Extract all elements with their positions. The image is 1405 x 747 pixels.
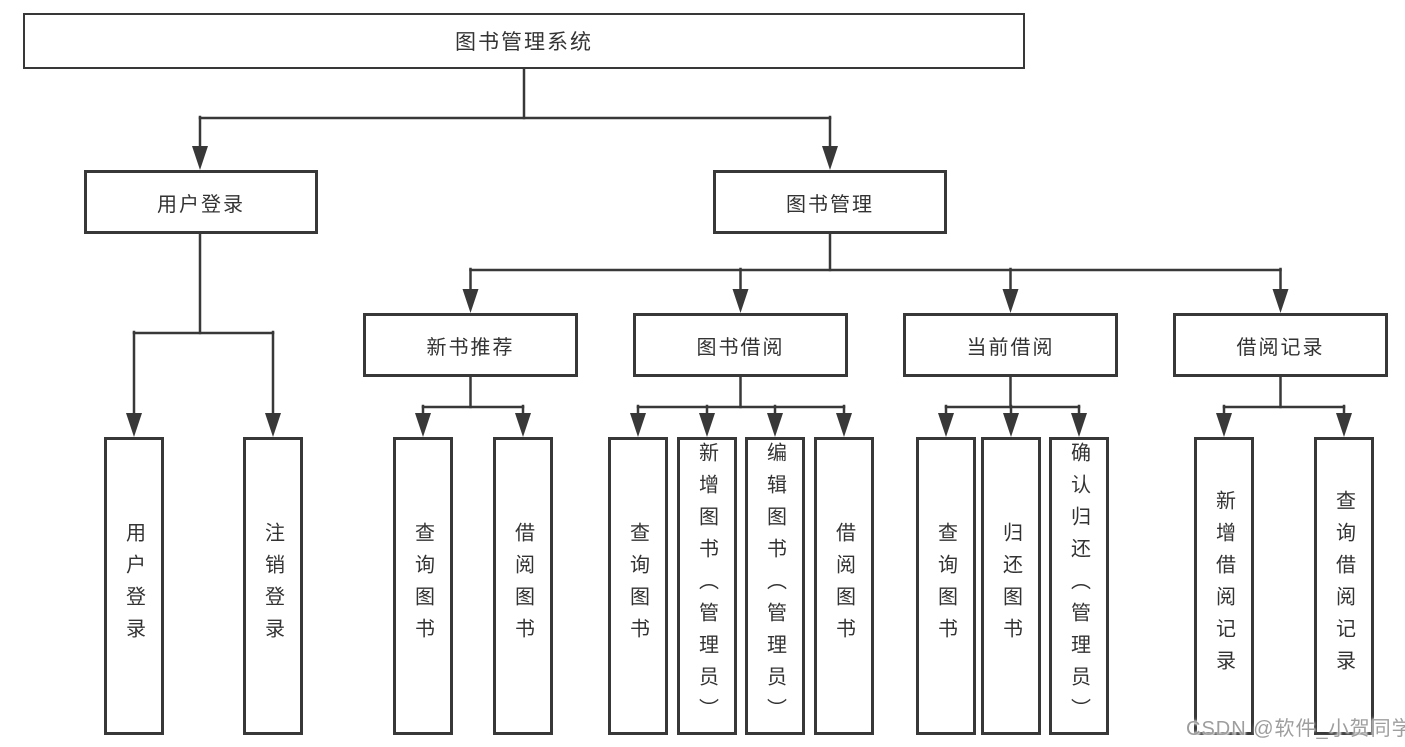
leaf-newbook-query-books: 查询图书 bbox=[393, 437, 453, 735]
node-book-borrowing: 图书借阅 bbox=[633, 313, 848, 377]
edges-user-login-to-leaves bbox=[132, 232, 275, 417]
node-current-borrowing: 当前借阅 bbox=[903, 313, 1118, 377]
node-root-library-system: 图书管理系统 bbox=[23, 13, 1025, 69]
node-book-management: 图书管理 bbox=[713, 170, 947, 234]
leaf-records-query-record: 查询借阅记录 bbox=[1314, 437, 1374, 735]
leaf-borrowing-borrow-books: 借阅图书 bbox=[814, 437, 874, 735]
edges-root-to-level2 bbox=[198, 67, 832, 150]
leaf-records-add-record: 新增借阅记录 bbox=[1194, 437, 1254, 735]
node-borrowing-records: 借阅记录 bbox=[1173, 313, 1388, 377]
leaf-newbook-borrow-books: 借阅图书 bbox=[493, 437, 553, 735]
leaf-borrowing-query-books: 查询图书 bbox=[608, 437, 668, 735]
leaf-user-login: 用户登录 bbox=[104, 437, 164, 735]
edges-book-management-to-level3 bbox=[469, 232, 1282, 293]
node-user-login: 用户登录 bbox=[84, 170, 318, 234]
leaf-borrowing-edit-books-admin: 编辑图书（管理员） bbox=[745, 437, 805, 735]
leaf-borrowing-add-books-admin: 新增图书（管理员） bbox=[677, 437, 737, 735]
leaf-current-confirm-return-admin: 确认归还（管理员） bbox=[1049, 437, 1109, 735]
csdn-watermark: CSDN @软件_小贺同学 bbox=[1186, 718, 1405, 740]
node-new-book-recommend: 新书推荐 bbox=[363, 313, 578, 377]
leaf-current-return-books: 归还图书 bbox=[981, 437, 1041, 735]
leaf-logout: 注销登录 bbox=[243, 437, 303, 735]
leaf-current-query-books: 查询图书 bbox=[916, 437, 976, 735]
edges-level3-to-leaves bbox=[421, 375, 1346, 419]
